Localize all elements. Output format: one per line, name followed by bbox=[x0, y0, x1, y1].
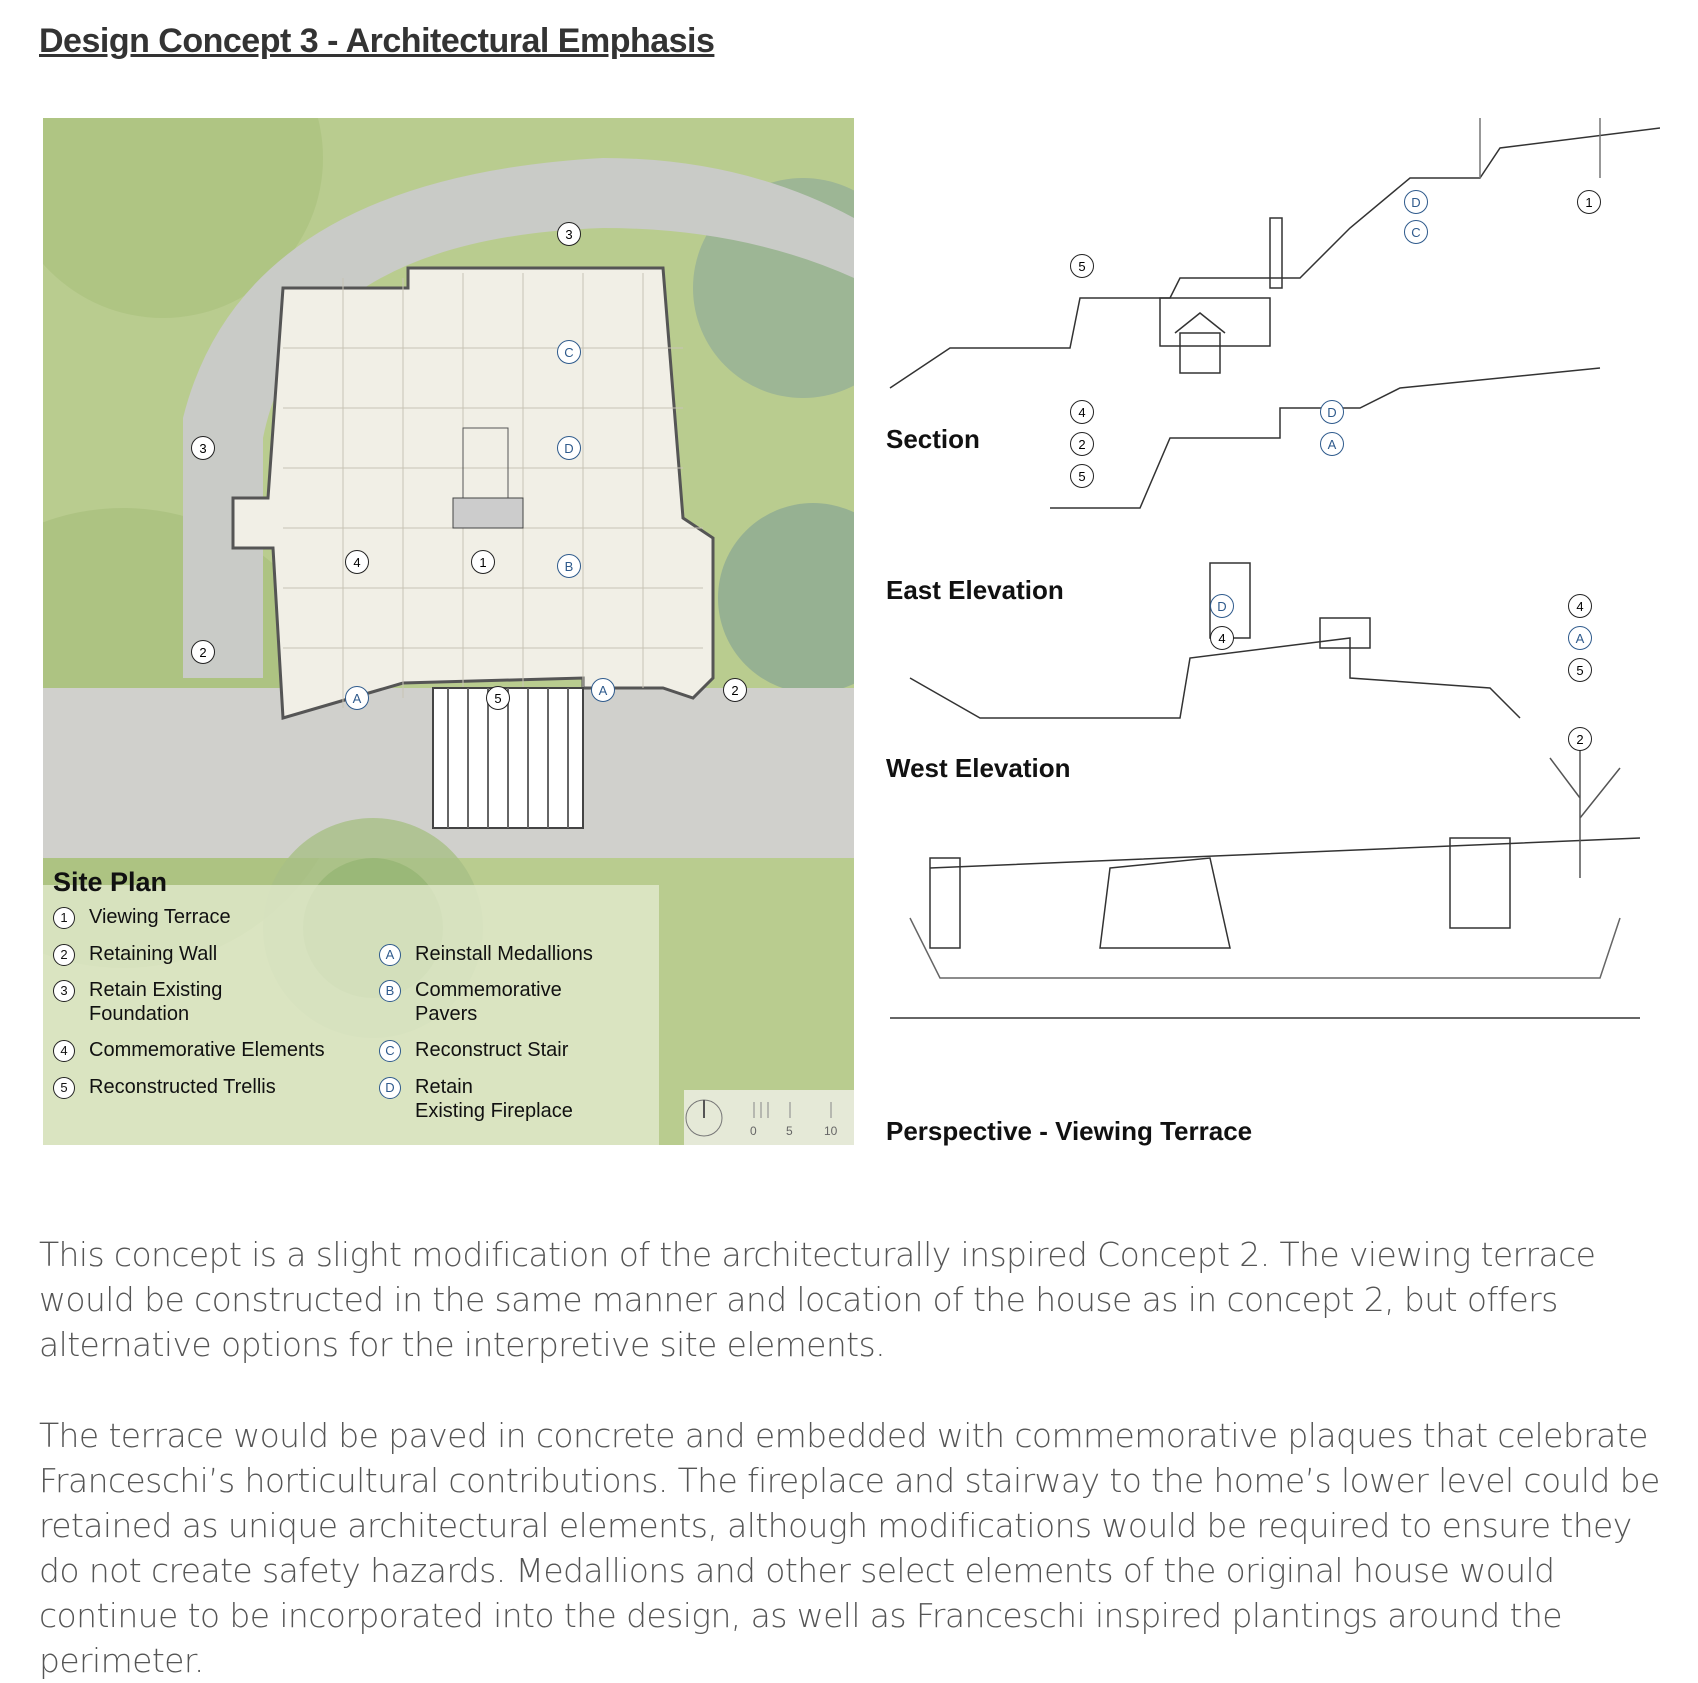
east-marker-5: 5 bbox=[1070, 464, 1094, 488]
west-marker-d: D bbox=[1210, 594, 1234, 618]
plan-marker-c: C bbox=[557, 340, 581, 364]
west-marker-5: 5 bbox=[1568, 658, 1592, 682]
section-marker-1: 1 bbox=[1577, 190, 1601, 214]
plan-marker-b: B bbox=[557, 554, 581, 578]
east-marker-d: D bbox=[1320, 400, 1344, 424]
description-paragraph-2: The terrace would be paved in concrete a… bbox=[39, 1416, 1660, 1680]
plan-marker-5: 5 bbox=[486, 686, 510, 710]
scale-tick: 10 bbox=[824, 1124, 838, 1138]
scale-tick: 0 bbox=[750, 1124, 757, 1138]
perspective-label: Perspective - Viewing Terrace bbox=[886, 1116, 1253, 1146]
plan-marker-3: 3 bbox=[191, 436, 215, 460]
east-marker-4: 4 bbox=[1070, 400, 1094, 424]
legend-key: 4 bbox=[53, 1040, 75, 1062]
scale-bar: 0 5 10 bbox=[684, 1090, 854, 1145]
east-marker-a: A bbox=[1320, 432, 1344, 456]
legend-item: C Reconstruct Stair bbox=[379, 1038, 568, 1062]
west-marker-4: 4 bbox=[1210, 626, 1234, 650]
legend-label: Commemorative Elements bbox=[89, 1039, 325, 1061]
legend-label: Viewing Terrace bbox=[89, 906, 231, 928]
east-elevation-label: East Elevation bbox=[886, 575, 1064, 605]
legend-key: C bbox=[379, 1040, 401, 1062]
section-label: Section bbox=[886, 424, 980, 454]
legend-label: Reinstall Medallions bbox=[415, 943, 593, 965]
site-plan-legend: Site Plan 1 Viewing Terrace 2 Retaining Wa… bbox=[43, 867, 659, 1145]
legend-key: B bbox=[379, 980, 401, 1002]
legend-label: Commemorative Pavers bbox=[415, 979, 562, 1025]
west-elevation-label: West Elevation bbox=[886, 753, 1071, 783]
legend-item: 1 Viewing Terrace bbox=[53, 905, 231, 929]
plan-marker-4: 4 bbox=[345, 550, 369, 574]
legend-label: Reconstruct Stair bbox=[415, 1039, 569, 1061]
plan-marker-2: 2 bbox=[723, 678, 747, 702]
north-arrow-icon bbox=[685, 1099, 832, 1137]
elevation-drawings: Section East Elevation West Elevation Pe… bbox=[880, 118, 1660, 1146]
site-plan-title: Site Plan bbox=[53, 867, 168, 897]
east-marker-2: 2 bbox=[1070, 432, 1094, 456]
legend-item: D Retain Existing Fireplace bbox=[379, 1075, 573, 1123]
legend-label: Reconstructed Trellis bbox=[89, 1076, 276, 1098]
legend-label: Retain Existing Fireplace bbox=[415, 1076, 573, 1122]
west-marker-2: 2 bbox=[1568, 727, 1592, 751]
west-marker-4: 4 bbox=[1568, 594, 1592, 618]
legend-label: Retaining Wall bbox=[89, 943, 218, 965]
legend-item: 2 Retaining Wall bbox=[53, 942, 217, 966]
legend-item: 5 Reconstructed Trellis bbox=[53, 1075, 276, 1099]
west-marker-a: A bbox=[1568, 626, 1592, 650]
legend-item: 3 Retain Existing Foundation bbox=[53, 978, 222, 1026]
section-marker-5: 5 bbox=[1070, 254, 1094, 278]
legend-item: 4 Commemorative Elements bbox=[53, 1038, 325, 1062]
legend-label: Retain Existing Foundation bbox=[89, 979, 223, 1025]
scale-tick: 5 bbox=[786, 1124, 793, 1138]
legend-key: A bbox=[379, 944, 401, 966]
legend-key: D bbox=[379, 1077, 401, 1099]
page-title: Design Concept 3 - Architectural Emphasi… bbox=[39, 22, 715, 60]
plan-marker-a: A bbox=[591, 678, 615, 702]
plan-marker-1: 1 bbox=[471, 550, 495, 574]
plan-marker-2: 2 bbox=[191, 640, 215, 664]
section-marker-c: C bbox=[1404, 220, 1428, 244]
sketch-drawings bbox=[889, 118, 1660, 1019]
legend-key: 5 bbox=[53, 1077, 75, 1099]
legend-key: 2 bbox=[53, 944, 75, 966]
legend-key: 3 bbox=[53, 980, 75, 1002]
plan-marker-a: A bbox=[345, 686, 369, 710]
plan-marker-3: 3 bbox=[557, 222, 581, 246]
description-paragraph-1: This concept is a slight modification of… bbox=[39, 1235, 1596, 1364]
legend-item: B Commemorative Pavers bbox=[379, 978, 562, 1026]
section-marker-d: D bbox=[1404, 190, 1428, 214]
legend-item: A Reinstall Medallions bbox=[379, 942, 593, 966]
plan-marker-d: D bbox=[557, 436, 581, 460]
legend-key: 1 bbox=[53, 907, 75, 929]
